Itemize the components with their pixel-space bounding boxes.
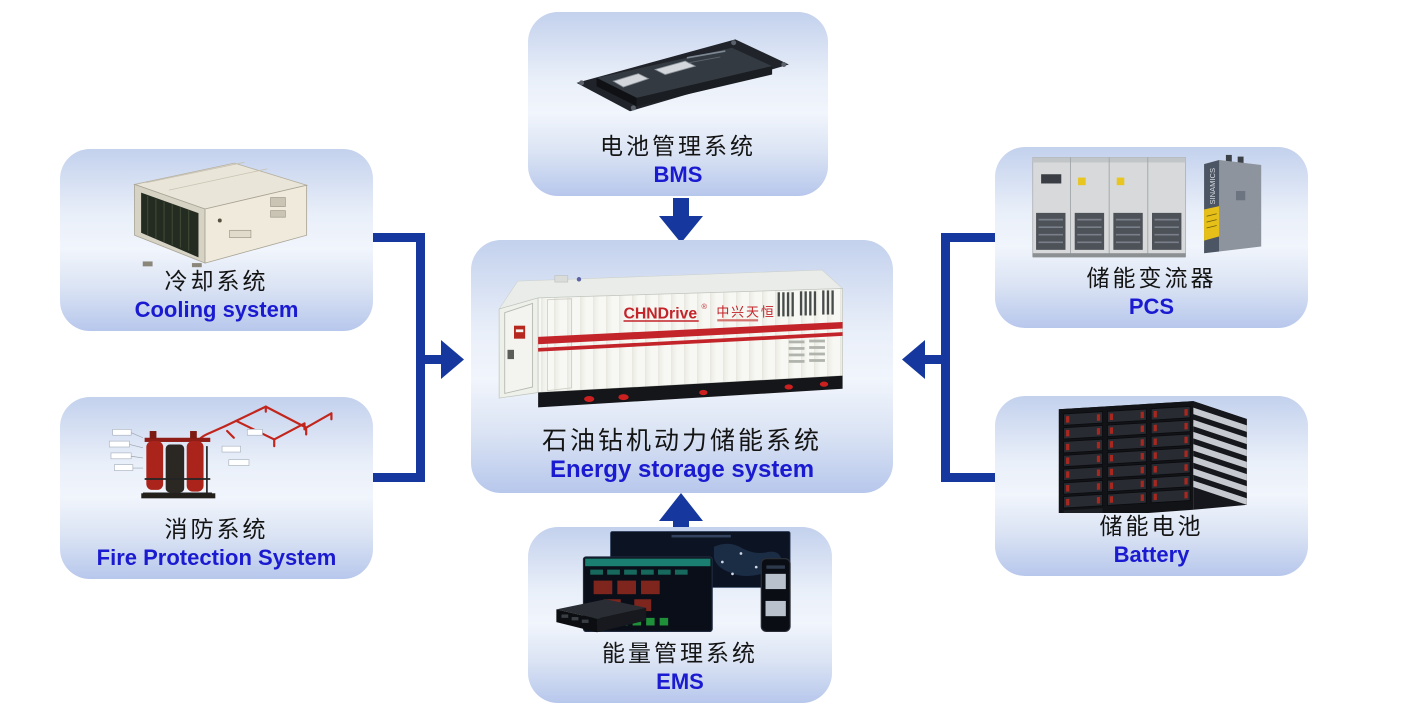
ems-screens-image (553, 528, 807, 640)
fire-cylinder (186, 440, 204, 492)
fire-piping (195, 405, 333, 476)
door-emblem (514, 325, 526, 339)
pcs-cabinets-image: SINAMICS (1026, 149, 1278, 265)
door-handle (507, 349, 514, 360)
cooling-unit-image (109, 150, 324, 268)
fire-label-zh: 消防系统 (164, 516, 269, 543)
bms-label-en: BMS (653, 161, 703, 187)
battery-label-en: Battery (1113, 541, 1190, 567)
node-fire-protection: 消防系统 Fire Protection System (60, 397, 373, 579)
battery-label-zh: 储能电池 (1099, 513, 1204, 540)
ems-phone (760, 557, 791, 632)
bms-connector (611, 73, 649, 88)
brand-mark: ® (701, 302, 707, 311)
brand-name: CHNDrive (624, 305, 698, 322)
bms-controller-image (561, 21, 796, 133)
pcs-label-zh: 储能变流器 (1086, 265, 1217, 292)
battery-modules (1062, 405, 1191, 513)
center-label-zh: 石油钻机动力储能系统 (541, 425, 822, 455)
ems-controller-box (556, 599, 647, 633)
fire-cylinder (145, 440, 163, 490)
node-ems: 能量管理系统 EMS (528, 527, 832, 703)
bms-label-zh: 电池管理系统 (600, 133, 756, 160)
node-bms: 电池管理系统 BMS (528, 12, 828, 196)
ems-label-en: EMS (656, 668, 704, 694)
pcs-device-label: SINAMICS (1208, 168, 1217, 204)
bms-connector (653, 60, 696, 75)
storage-container-image: CHNDrive ® 中兴天恒 (482, 257, 882, 425)
container-chassis (538, 375, 843, 408)
fire-suppression-image (99, 394, 335, 516)
node-cooling-system: 冷却系统 Cooling system (60, 149, 373, 331)
container-louver-panel (788, 339, 825, 363)
battery-rack-image (1032, 393, 1272, 513)
pcs-drive-module: SINAMICS (1203, 154, 1261, 254)
arrow-bms-to-center (659, 198, 703, 243)
red-stripe-thick (538, 321, 843, 345)
chassis-lights (584, 381, 829, 402)
fire-label-en: Fire Protection System (96, 544, 337, 570)
container-vents (777, 290, 834, 317)
connector-right-bracket (941, 233, 995, 482)
bms-top-face (596, 47, 772, 98)
fire-callout-labels (108, 428, 263, 471)
fire-cylinder (165, 444, 184, 493)
container-door (504, 302, 534, 394)
arrow-right-to-center (902, 340, 925, 379)
cooling-label-en: Cooling system (134, 296, 299, 322)
arrow-ems-to-center (659, 493, 703, 531)
pcs-display (1040, 174, 1061, 184)
arrow-left-to-center (441, 340, 464, 379)
ems-label-zh: 能量管理系统 (602, 640, 758, 667)
pcs-label-en: PCS (1128, 293, 1175, 319)
node-energy-storage-system: CHNDrive ® 中兴天恒 (471, 240, 893, 493)
brand-name-zh: 中兴天恒 (716, 305, 775, 320)
connector-left-bracket (373, 233, 425, 482)
node-pcs: SINAMICS 储能变流器 PCS (995, 147, 1308, 328)
red-stripe-thin (538, 332, 843, 352)
container-brand: CHNDrive ® 中兴天恒 (624, 302, 775, 322)
node-battery: 储能电池 Battery (995, 396, 1308, 576)
center-label-en: Energy storage system (549, 456, 815, 484)
cooling-label-zh: 冷却系统 (164, 268, 269, 295)
